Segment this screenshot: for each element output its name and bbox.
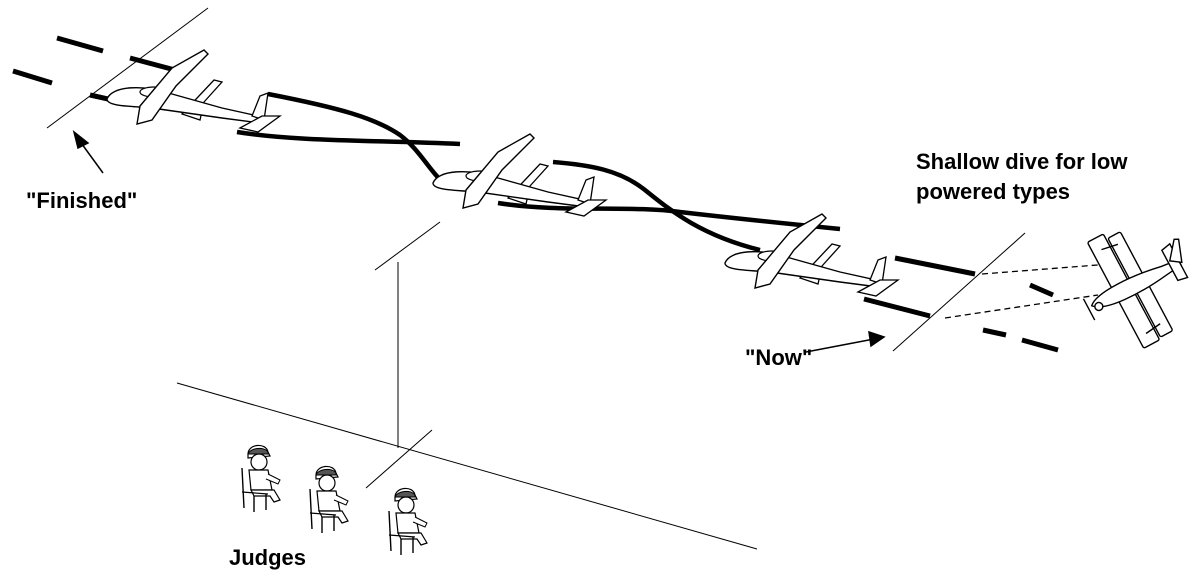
seated-judge-icon [309,465,349,534]
judges-line [176,382,758,550]
shallow-dive-label-line1: Shallow dive for low [916,149,1128,174]
path-lower-edge [497,200,841,232]
path-upper-edge [267,91,447,186]
finished-arrow-head [72,130,90,150]
ground-perpendicular [365,429,433,489]
path-dash [982,327,1007,338]
dive-guide-line [981,263,1111,275]
now-arrow-shaft [805,338,875,353]
dive-guides [944,263,1111,319]
arrows [72,130,886,353]
judges-label: Judges [229,545,307,570]
seated-judge-icon [241,444,281,513]
now-arrow-head [868,330,886,348]
start-gate-line [892,232,1026,352]
finish-gate-line [46,7,209,129]
center-marker-line [374,221,441,271]
path-dash [894,255,976,277]
glider-airplane-icon [724,213,899,297]
glider-airplane-icon [106,49,281,133]
path-lower-edge [236,129,461,147]
finished-label: "Finished" [26,188,138,213]
path-upper-edge [552,159,761,253]
biplane-icon [1082,231,1189,349]
flight-path [12,35,1059,353]
path-dash [56,35,104,54]
seated-judge-icon [388,487,428,556]
dive-guide-line [944,294,1099,319]
path-dash [129,55,176,73]
shallow-dive-label: Shallow dive for low powered types [916,147,1127,207]
path-dash [1029,282,1054,298]
path-dash [863,296,931,319]
ground-lines [46,7,1026,550]
now-label: "Now" [745,345,813,370]
path-dash [12,68,53,86]
path-dash [1021,337,1059,353]
shallow-dive-label-line2: powered types [916,179,1071,204]
